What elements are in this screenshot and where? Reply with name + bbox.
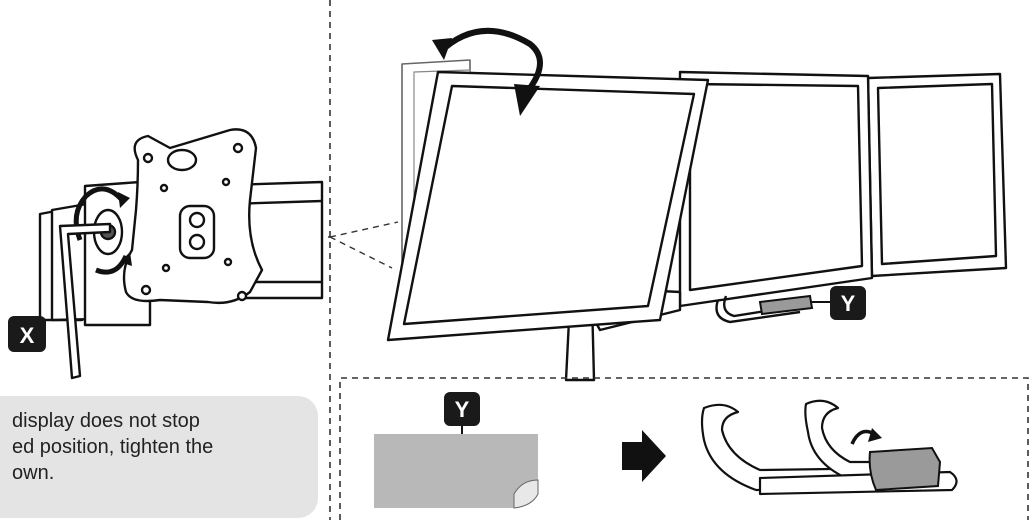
tilt-arrow-head-bottom-icon	[514, 84, 540, 116]
svg-text:X: X	[20, 323, 35, 348]
tilt-arrow-head-top-icon	[432, 38, 452, 60]
tighten-arrow-head-2-icon	[120, 252, 132, 266]
label-y-badge-monitor: Y	[830, 286, 866, 320]
tilt-arrow-icon	[437, 27, 543, 90]
middle-monitor	[678, 70, 874, 308]
svg-text:Y: Y	[841, 291, 856, 316]
detail-box	[339, 377, 1029, 520]
note-line-1: display does not stop	[12, 410, 200, 432]
right-monitor	[866, 72, 1008, 278]
label-y-badge-sticker: Y	[444, 392, 480, 426]
adhesive-sticker	[374, 434, 539, 509]
right-arrow-icon	[622, 430, 666, 482]
monitor-setup	[386, 59, 1008, 382]
svg-text:Y: Y	[455, 397, 470, 422]
zoom-guide-left-2	[329, 236, 393, 269]
monitor-arm-detail	[38, 128, 324, 327]
hex-key-icon	[58, 222, 112, 380]
clip-wrap	[868, 446, 942, 492]
note-line-3: own.	[12, 462, 55, 484]
label-x-badge: X	[8, 316, 46, 352]
note-line-2: ed position, tighten the	[12, 436, 214, 458]
zoom-guide-left	[329, 221, 399, 238]
cable-arm	[715, 295, 801, 324]
left-monitor-tilted	[386, 70, 710, 342]
tighten-arrow-head-icon	[118, 192, 130, 208]
note-box: display does not stop ed position, tight…	[0, 396, 318, 518]
cable-clip	[758, 294, 814, 316]
wrap-arrow-head-icon	[868, 428, 882, 442]
